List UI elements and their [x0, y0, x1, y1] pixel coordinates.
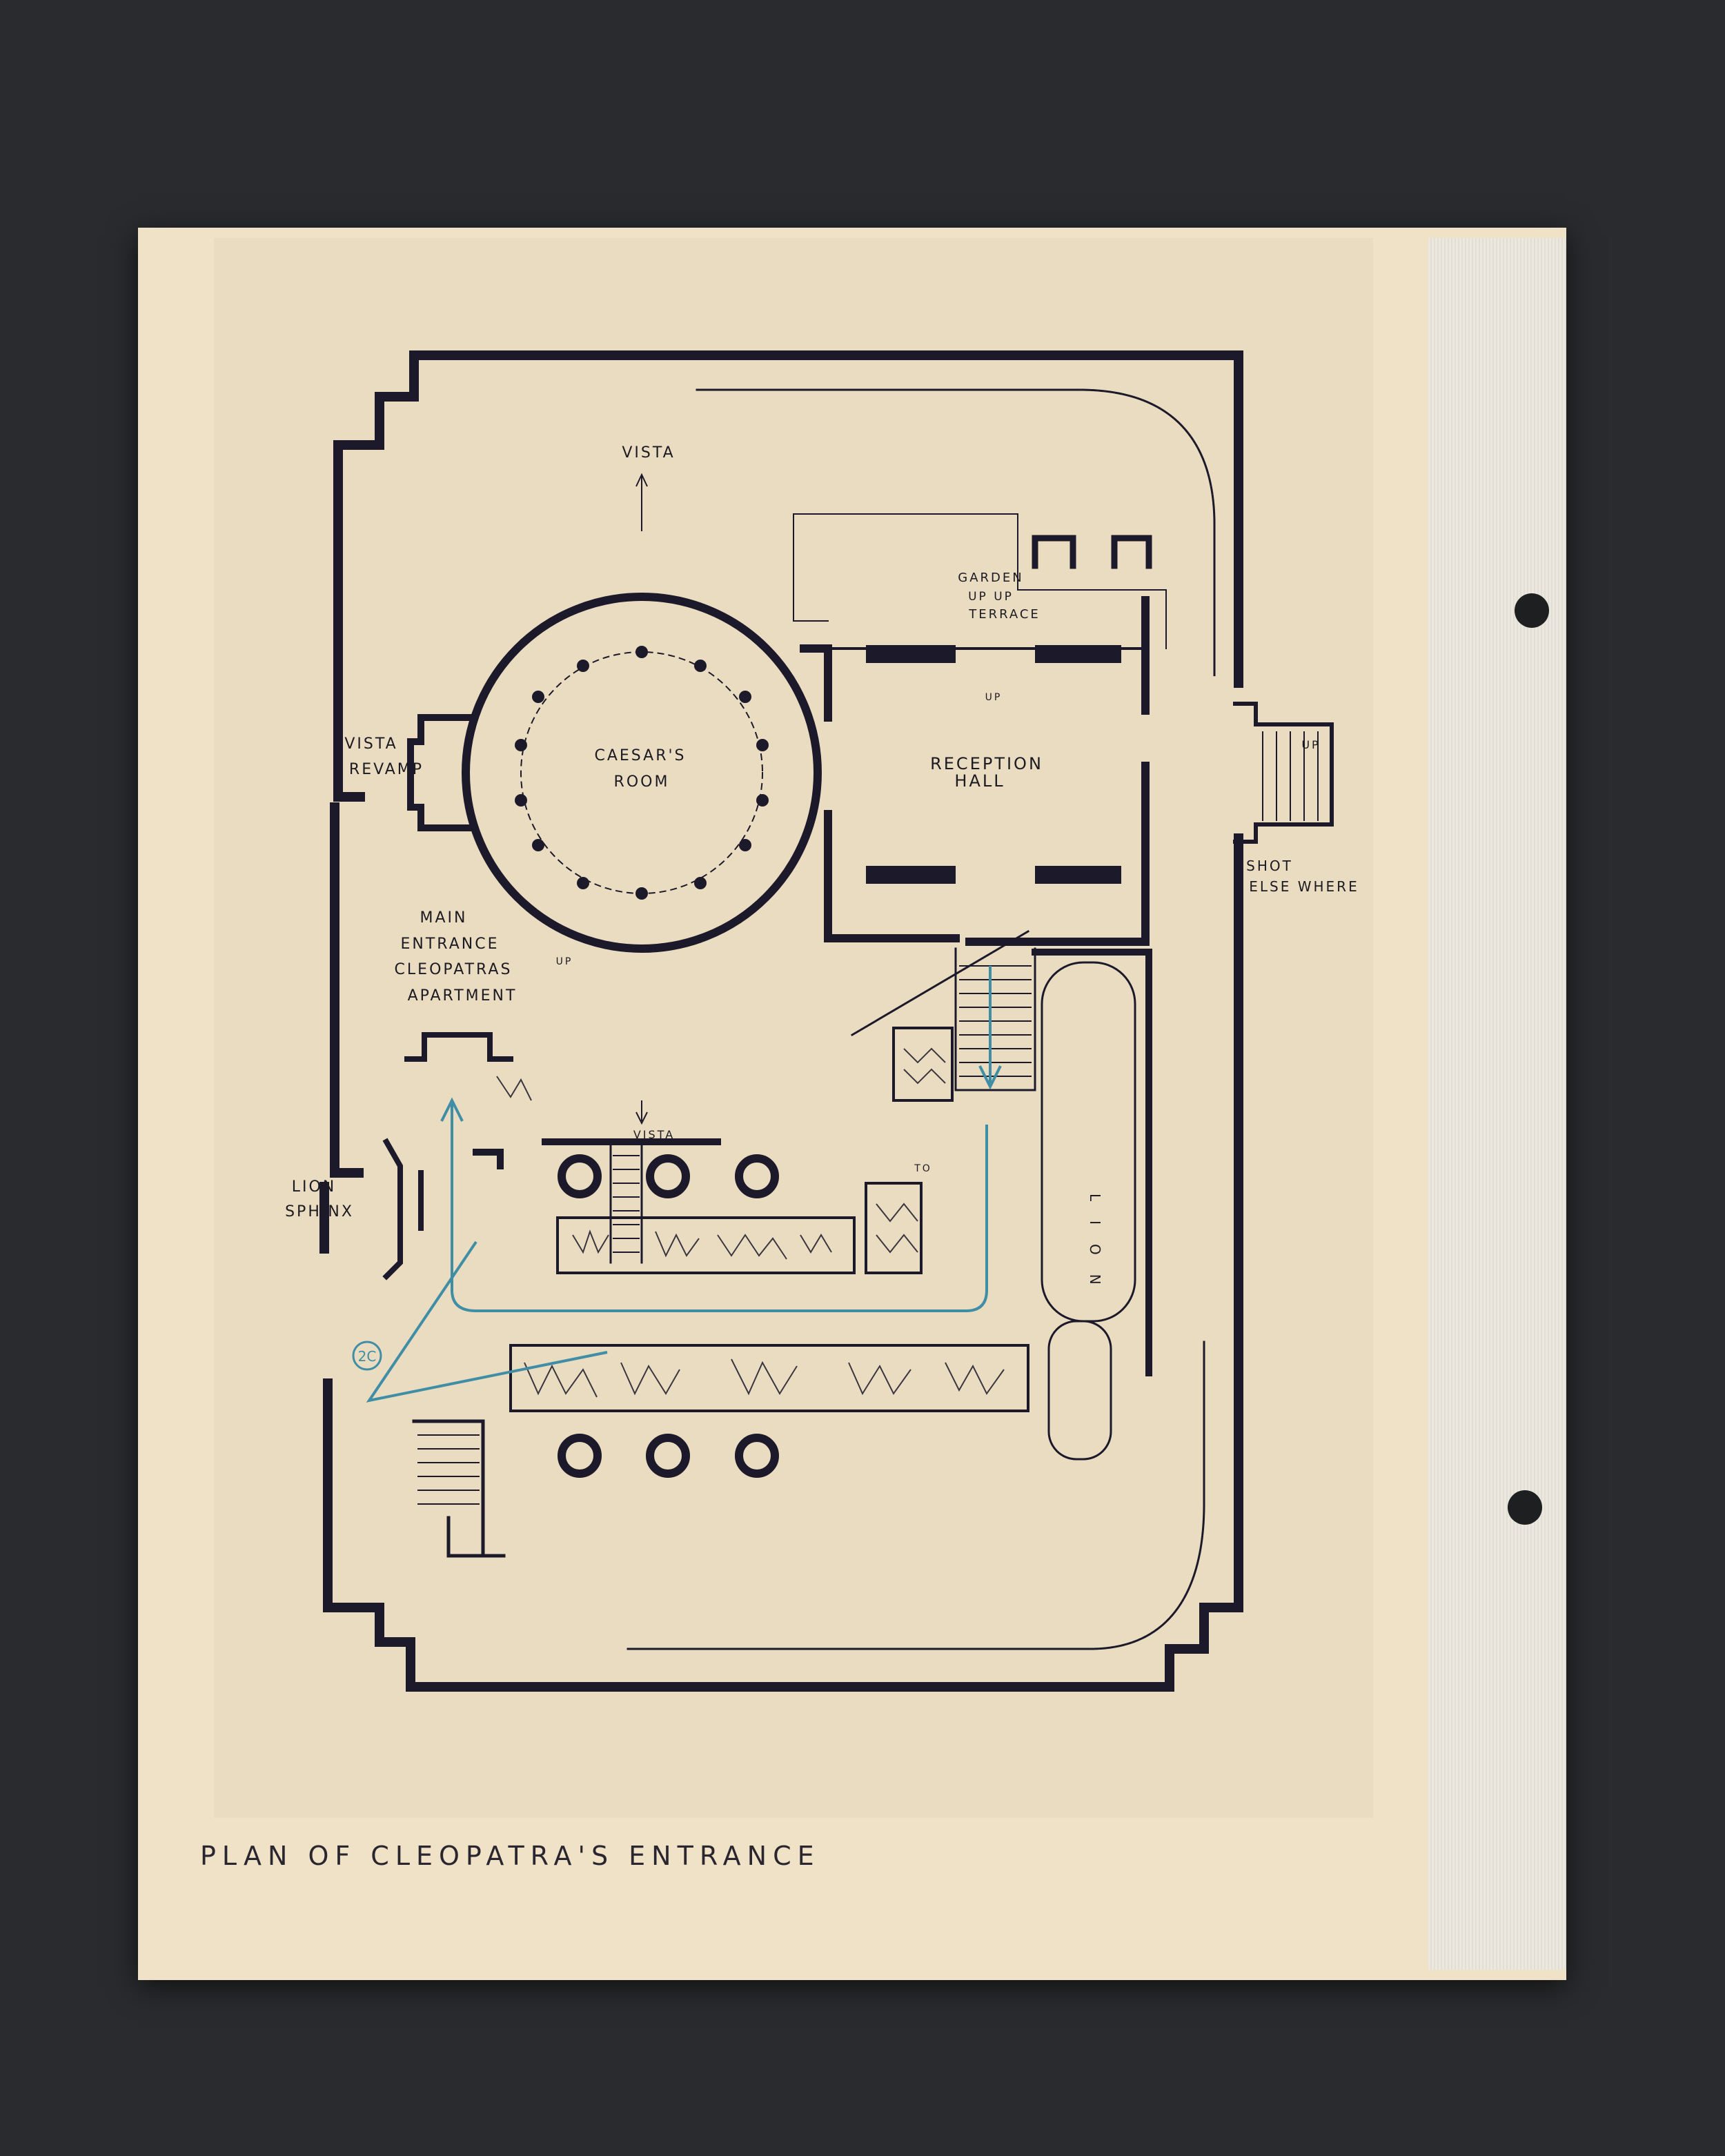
garden-bracket-left [1032, 535, 1076, 569]
label-revamp: REVAMP [349, 761, 424, 778]
label-lion-left-1: LION [292, 1178, 337, 1196]
label-vista-left: VISTA [344, 735, 397, 753]
vista-top-arrow [635, 473, 648, 531]
planting-scribbles [496, 1047, 1005, 1398]
route-entrance-path [451, 1104, 988, 1312]
label-reception-1: RECEPTION [930, 754, 1043, 773]
lion-pool-lower [1047, 1320, 1112, 1461]
stair-right [954, 947, 1036, 1091]
binder-hole-upper [1515, 593, 1549, 628]
planter-square-mid [892, 1027, 954, 1102]
outer-wall-left-lower [323, 833, 1243, 1692]
camera-angle [366, 1240, 608, 1403]
planter-upper [556, 1216, 856, 1274]
label-reception-2: HALL [954, 771, 1005, 791]
route-down-arrow [978, 966, 1002, 1090]
forecourt-wall [473, 1138, 721, 1169]
sphinx-niche [382, 1138, 424, 1280]
right-stair-treads [1262, 731, 1319, 821]
label-up-small: UP [985, 692, 1003, 703]
section-cut-line [850, 929, 1030, 1037]
label-main-1: MAIN [420, 909, 468, 927]
outer-wall-top [409, 350, 1243, 688]
stair-lower-left [412, 1419, 506, 1558]
right-stair [1233, 702, 1334, 844]
label-shot-marker: 2C [358, 1348, 377, 1365]
label-main-4: APARTMENT [408, 987, 518, 1005]
label-main-3: CLEOPATRAS [395, 961, 513, 978]
tracing-paper-sheet [214, 238, 1373, 1818]
forecourt-columns [558, 1154, 779, 1478]
rotunda-inner-ring [520, 651, 763, 894]
reception-benches [866, 645, 1121, 884]
label-up-right: UP [1301, 738, 1320, 751]
label-caesars-room-1: CAESAR'S [594, 747, 686, 764]
stair-right-treads [959, 965, 1032, 1077]
stair-center-treads [613, 1155, 640, 1253]
main-entrance-doors [404, 1032, 513, 1062]
label-terrace: TERRACE [968, 607, 1041, 622]
label-shot-2: ELSE WHERE [1249, 878, 1359, 895]
label-main-2: ENTRANCE [401, 936, 500, 953]
binder-hole-lower [1508, 1490, 1542, 1525]
stair-lower-treads [417, 1434, 480, 1505]
label-lion-right: LION [1087, 1194, 1103, 1304]
linen-binding-strip [1428, 238, 1566, 1970]
label-lion-left-2: SPHINX [285, 1203, 354, 1220]
pool-wall [1032, 949, 1152, 1376]
label-vista-mid: VISTA [633, 1128, 675, 1141]
caesars-room-rotunda [462, 593, 822, 953]
lower-curve [627, 1341, 1205, 1650]
vista-bay [407, 714, 473, 831]
planter-lower [509, 1344, 1029, 1412]
label-to: TO [914, 1163, 932, 1174]
outer-wall-left-middle [319, 802, 364, 1254]
label-caesars-room-2: ROOM [614, 773, 670, 791]
plan-caption: PLAN OF CLEOPATRA'S ENTRANCE [200, 1841, 820, 1871]
planter-square-right [865, 1182, 923, 1274]
rotunda-columns [515, 646, 769, 900]
blue-pencil-routes [366, 966, 1002, 1403]
label-shot-1: SHOT [1246, 858, 1293, 874]
label-up-up: UP UP [968, 590, 1014, 604]
garden-curve [696, 388, 1216, 678]
garden-bracket-right [1111, 535, 1152, 569]
route-up-arrowhead [440, 1097, 464, 1122]
label-up-stair: UP [556, 956, 573, 967]
label-garden: GARDEN [958, 571, 1023, 585]
vista-mid-arrow [635, 1100, 648, 1125]
terrace-outline [793, 513, 1167, 649]
outer-wall-left-upper [333, 350, 419, 802]
label-vista-top: VISTA [622, 444, 675, 462]
stair-center [609, 1144, 643, 1264]
shot-marker-circle [352, 1341, 382, 1371]
